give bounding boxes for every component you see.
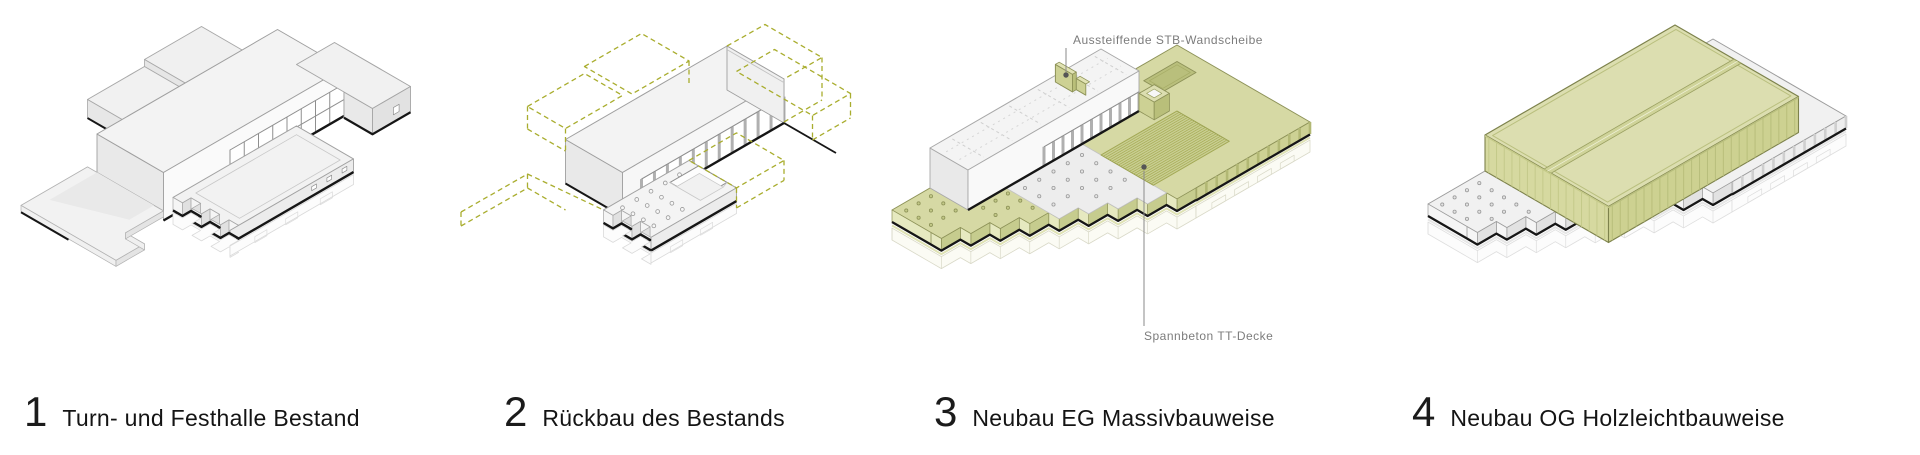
axon-drawing-rueckbau	[460, 23, 852, 265]
axon-diagram-bestand	[20, 26, 412, 267]
annotation-stb-label: Aussteiffende STB-Wandscheibe	[1073, 33, 1263, 47]
axon-drawing-neubau-og	[1427, 24, 1848, 264]
step-label: Neubau EG Massivbauweise	[972, 405, 1275, 431]
step-number: 3	[934, 388, 958, 435]
stb-leader-dot	[1063, 72, 1069, 78]
axon-diagram-neubau-eg: Aussteiffende STB-Wandscheibe Spannbeton…	[891, 33, 1312, 343]
axon-drawing-bestand	[20, 26, 412, 267]
step-number: 2	[504, 388, 528, 435]
caption-step-1: 1 Turn- und Festhalle Bestand	[24, 391, 360, 433]
panel-rueckbau: 2 Rückbau des Bestands	[460, 0, 960, 455]
caption-step-2: 2 Rückbau des Bestands	[504, 391, 785, 433]
step-label: Turn- und Festhalle Bestand	[62, 405, 360, 431]
tt-leader-dot	[1141, 164, 1147, 170]
annotation-tt-label: Spannbeton TT-Decke	[1144, 329, 1273, 343]
axon-drawing-neubau-eg	[891, 44, 1312, 270]
axon-diagram-neubau-og	[1427, 24, 1848, 264]
caption-step-3: 3 Neubau EG Massivbauweise	[934, 391, 1275, 433]
axon-diagram-rueckbau	[460, 23, 852, 265]
caption-step-4: 4 Neubau OG Holzleichtbauweise	[1412, 391, 1785, 433]
panel-neubau-eg: Aussteiffende STB-Wandscheibe Spannbeton…	[891, 0, 1440, 455]
step-label: Neubau OG Holzleichtbauweise	[1450, 405, 1785, 431]
panel-bestand: 1 Turn- und Festhalle Bestand	[0, 0, 480, 455]
step-number: 1	[24, 388, 48, 435]
step-number: 4	[1412, 388, 1436, 435]
step-label: Rückbau des Bestands	[542, 405, 785, 431]
panel-neubau-og: 4 Neubau OG Holzleichtbauweise	[1412, 0, 1920, 455]
